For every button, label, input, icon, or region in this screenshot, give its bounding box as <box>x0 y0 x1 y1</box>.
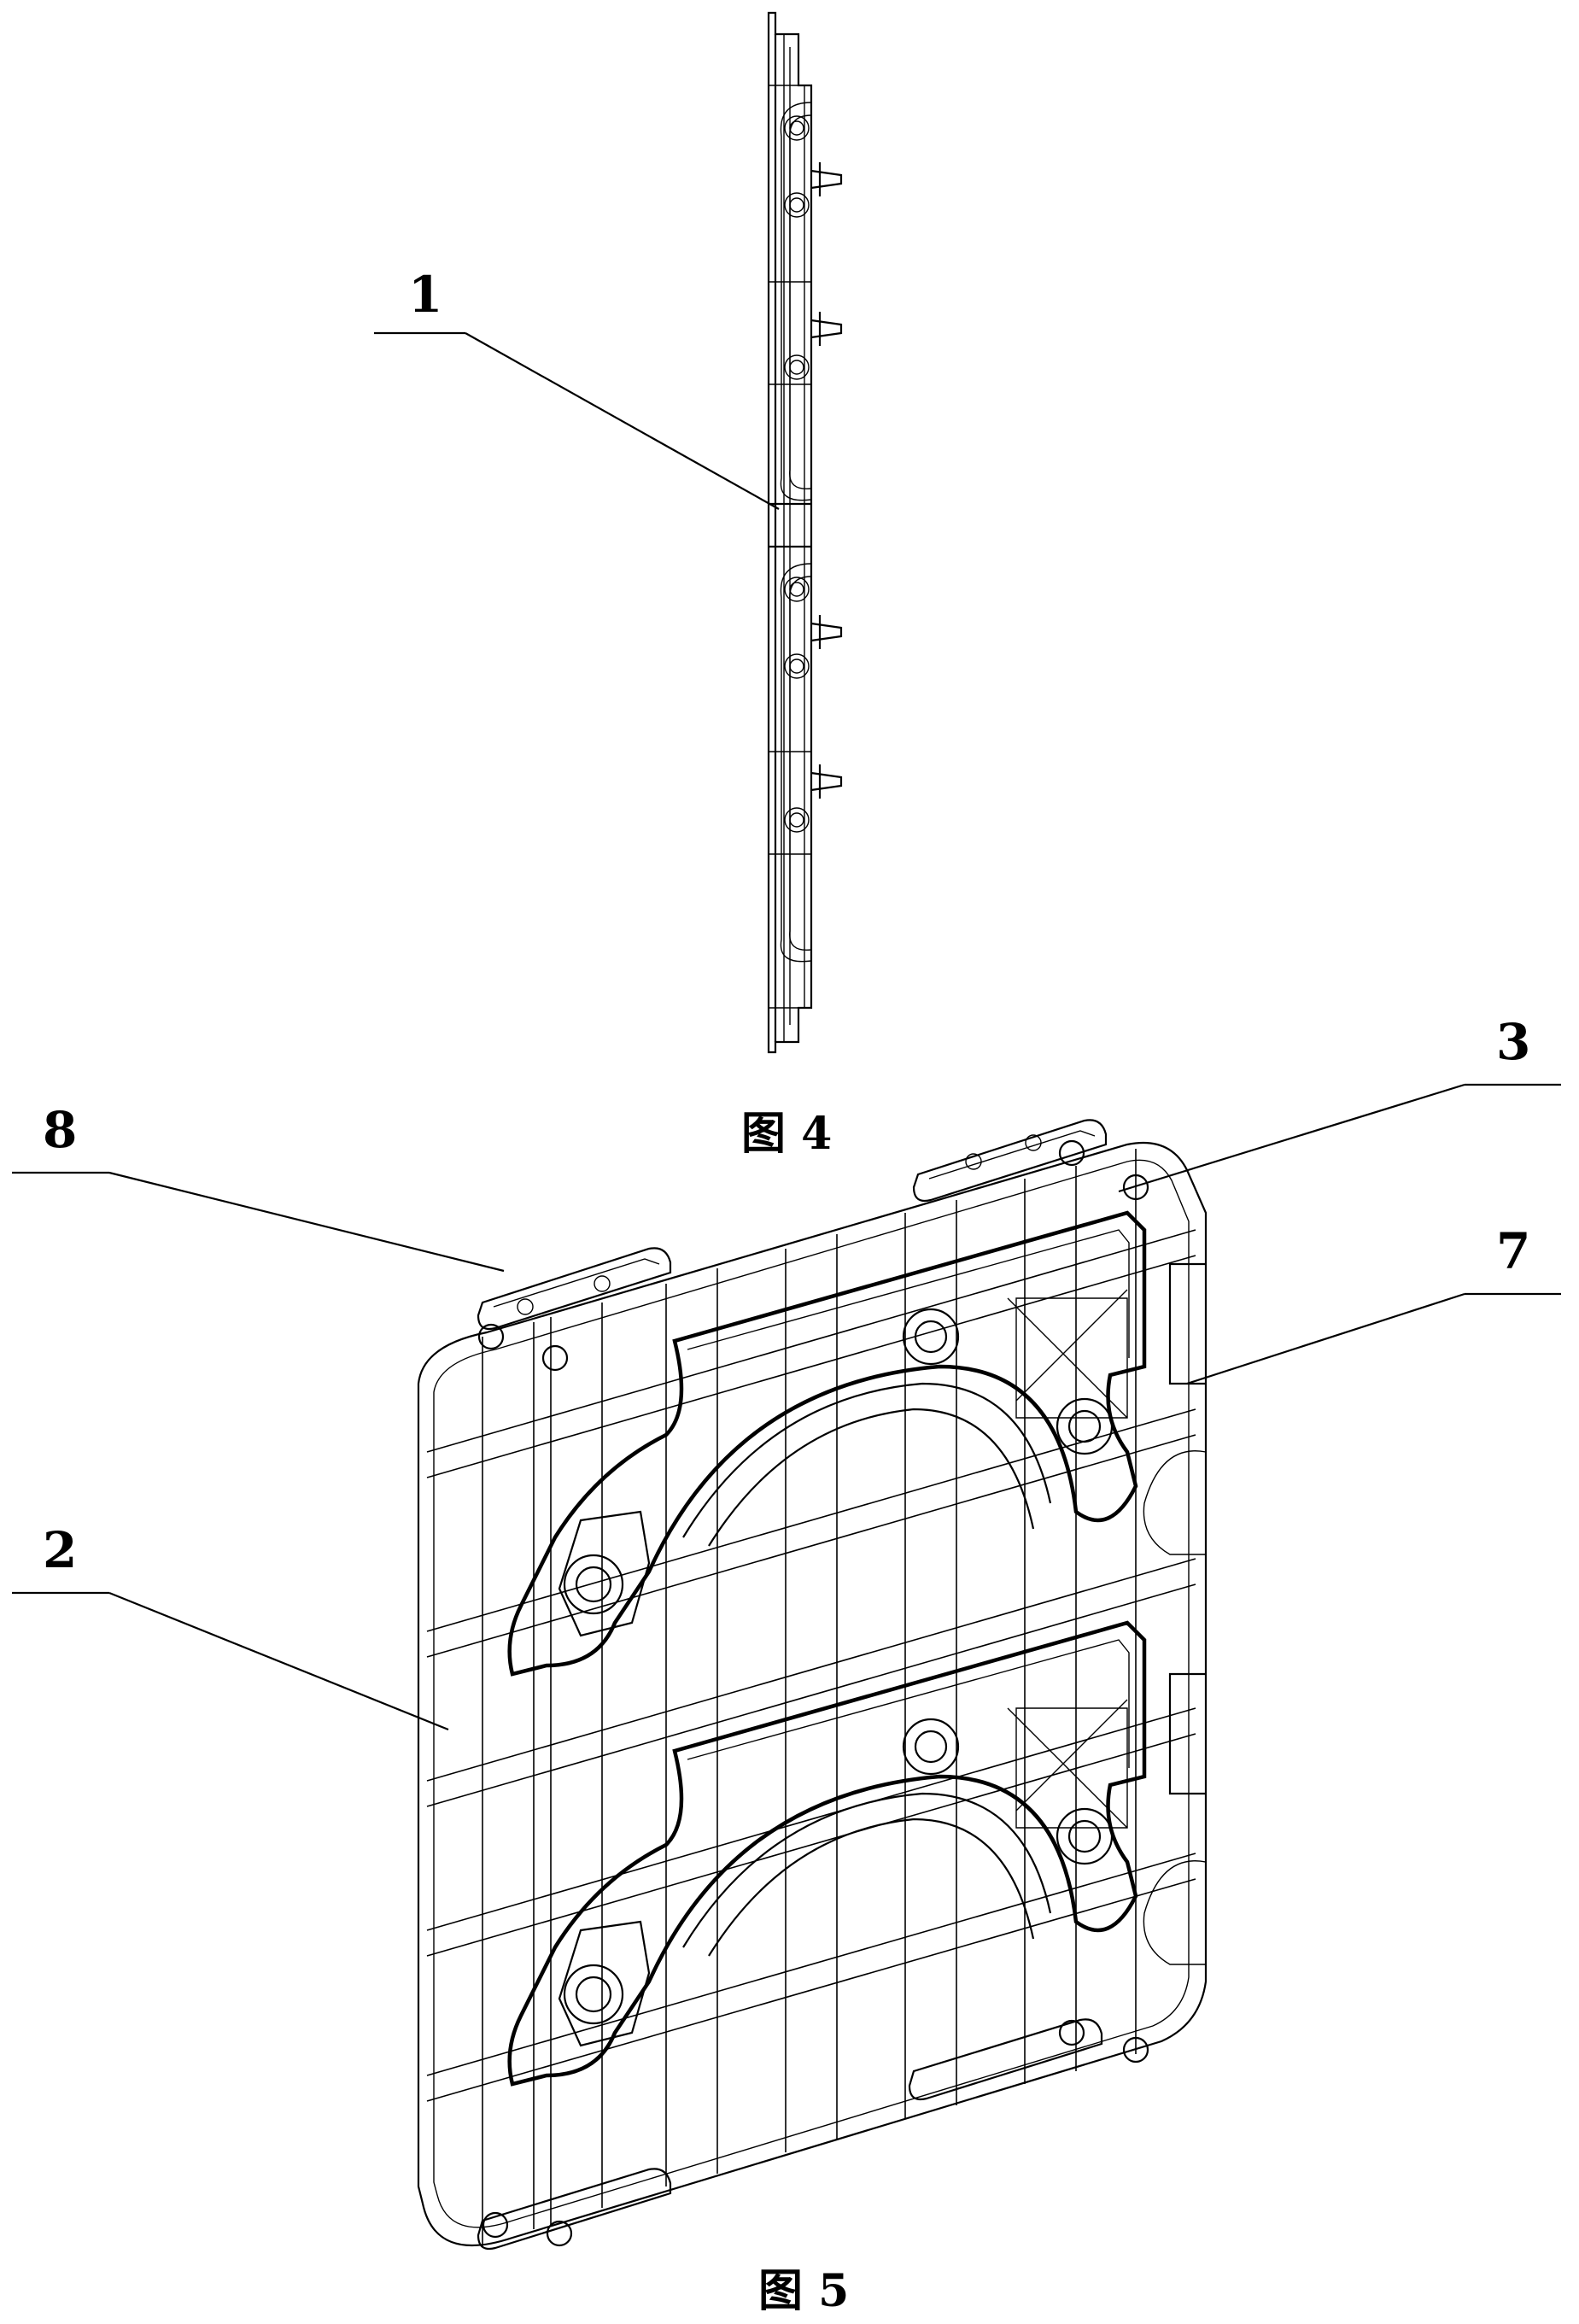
callout-8: 8 <box>12 1101 504 1271</box>
label-8: 8 <box>43 1101 77 1159</box>
figure-4: 1 图 4 <box>374 13 841 1160</box>
bottom-lugs <box>478 2019 1148 2249</box>
label-1: 1 <box>408 266 442 324</box>
label-7: 7 <box>1496 1222 1530 1280</box>
callout-2: 2 <box>12 1521 448 1730</box>
figure-4-caption: 图 4 <box>741 1108 832 1160</box>
callout-1: 1 <box>374 266 779 509</box>
side-view-panel <box>769 13 841 1052</box>
cabinet-frame <box>418 1143 1206 2245</box>
figure-5-caption: 图 5 <box>758 2265 849 2317</box>
upper-mounting-plate <box>510 1213 1144 1674</box>
label-3: 3 <box>1496 1013 1530 1071</box>
lower-mounting-plate <box>510 1623 1144 2084</box>
vertical-ribs <box>482 1149 1136 2246</box>
label-2: 2 <box>43 1521 77 1579</box>
figure-5: 3 7 8 2 图 5 <box>12 1013 1561 2317</box>
callout-7: 7 <box>1187 1222 1561 1384</box>
